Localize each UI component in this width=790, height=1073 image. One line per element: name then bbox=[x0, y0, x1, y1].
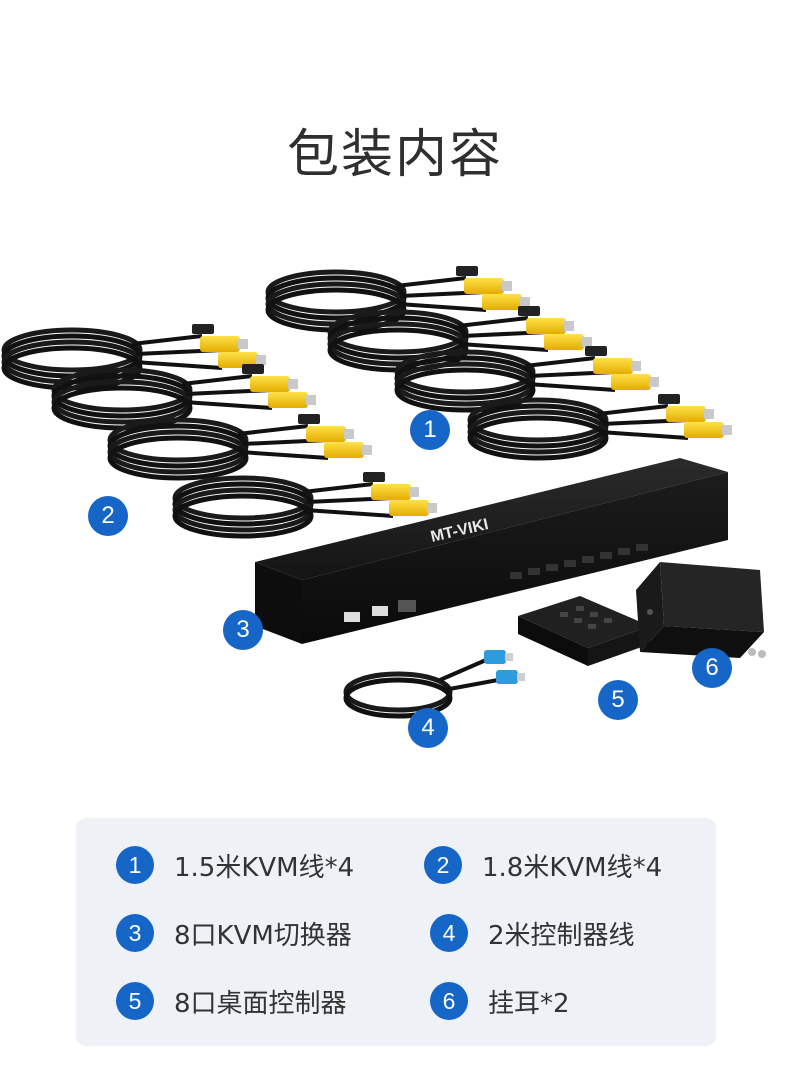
port-buttons bbox=[510, 544, 648, 579]
page-title: 包装内容 bbox=[286, 125, 503, 185]
legend-number: 2 bbox=[424, 846, 462, 884]
callout-4: 4 bbox=[408, 708, 448, 748]
legend-label: 8口桌面控制器 bbox=[174, 988, 347, 1019]
kvm-switch: MT-VIKI bbox=[255, 458, 728, 644]
kvm-cable-1-8m bbox=[175, 472, 437, 536]
legend-item-4: 4 2米控制器线 bbox=[430, 914, 635, 952]
legend-label: 2米控制器线 bbox=[488, 920, 635, 951]
controller-cable bbox=[343, 650, 525, 719]
callout-2: 2 bbox=[88, 496, 128, 536]
legend-item-1: 1 1.5米KVM线*4 bbox=[116, 846, 354, 884]
legend-label: 1.8米KVM线*4 bbox=[482, 852, 663, 883]
callout-3: 3 bbox=[223, 610, 263, 650]
legend-number: 4 bbox=[430, 914, 468, 952]
callout-6: 6 bbox=[692, 648, 732, 688]
legend-label: 8口KVM切换器 bbox=[174, 920, 352, 951]
legend-panel: 1 1.5米KVM线*4 2 1.8米KVM线*4 3 8口KVM切换器 4 2… bbox=[76, 818, 716, 1046]
legend-label: 1.5米KVM线*4 bbox=[174, 852, 355, 883]
rack-ears bbox=[636, 562, 766, 658]
legend-label: 挂耳*2 bbox=[488, 988, 570, 1019]
product-photo: MT-VIKI bbox=[0, 240, 790, 780]
legend-number: 3 bbox=[116, 914, 154, 952]
kvm-cable-1-5m bbox=[470, 394, 732, 458]
callout-1: 1 bbox=[410, 410, 450, 450]
legend-number: 1 bbox=[116, 846, 154, 884]
desktop-controller bbox=[518, 596, 650, 666]
kvm-cable-1-8m bbox=[110, 414, 372, 478]
legend-item-5: 5 8口桌面控制器 bbox=[116, 982, 347, 1020]
legend-number: 6 bbox=[430, 982, 468, 1020]
legend-number: 5 bbox=[116, 982, 154, 1020]
legend-item-6: 6 挂耳*2 bbox=[430, 982, 570, 1020]
legend-item-3: 3 8口KVM切换器 bbox=[116, 914, 352, 952]
package-contents-illustration: MT-VIKI bbox=[0, 240, 766, 719]
callout-5: 5 bbox=[598, 680, 638, 720]
legend-item-2: 2 1.8米KVM线*4 bbox=[424, 846, 662, 884]
